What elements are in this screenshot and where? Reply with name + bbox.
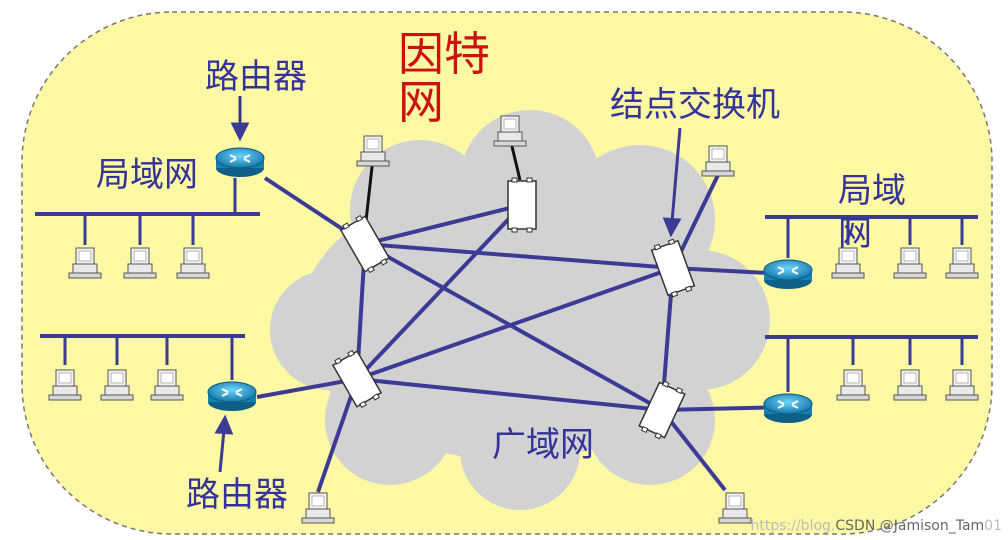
switch-node-2 <box>507 177 537 233</box>
watermark-main: CSDN @Jamison_Tam <box>835 518 985 534</box>
arrow-switch-node <box>662 127 682 238</box>
router-top-left <box>215 147 265 178</box>
arrow-router-top <box>230 96 250 142</box>
lan-label-right-line1: 局域 <box>838 171 906 211</box>
lan-label-right-line2: 网 <box>838 213 872 254</box>
title-line1: 因特 <box>398 27 490 81</box>
watermark: https://blog.CSDN @Jamison_Tam01 <box>751 518 1003 534</box>
title: 因特 网 <box>398 30 490 127</box>
router-right-top <box>763 259 813 290</box>
watermark-tail: 01 <box>984 518 1002 534</box>
switch-node-label: 结点交换机 <box>610 85 780 125</box>
wan-label: 广域网 <box>492 425 594 465</box>
router-label-top: 路由器 <box>205 57 307 97</box>
arrow-router-bottom <box>214 414 234 473</box>
router-bottom-left <box>207 381 257 412</box>
router-label-bottom: 路由器 <box>186 475 288 515</box>
lan-drops <box>63 178 964 392</box>
title-line2: 网 <box>398 75 444 130</box>
lan-label-left: 局域网 <box>96 155 198 195</box>
lan-label-right: 局域 网 <box>838 170 906 255</box>
watermark-faint: https://blog. <box>750 518 836 534</box>
router-right-bottom <box>763 393 813 424</box>
